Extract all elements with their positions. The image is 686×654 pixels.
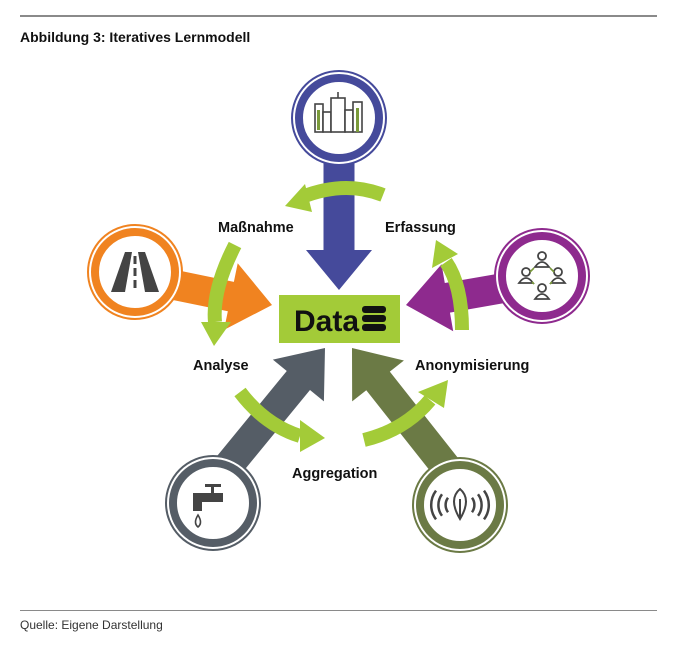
- cycle-arrow-massnahme-to-analyse-head: [201, 322, 231, 346]
- cycle-arrow-erfassung-to-massnahme: [299, 181, 386, 204]
- people-circle: [494, 228, 590, 324]
- people-network-icon: [517, 251, 567, 300]
- figure-source: Quelle: Eigene Darstellung: [20, 618, 163, 632]
- water-tap-icon: [193, 484, 223, 529]
- cycle-arrow-anonymisierung-to-erfassung-head: [432, 240, 458, 268]
- cycle-arrow-massnahme-to-analyse: [207, 241, 242, 323]
- top-rule: [20, 15, 657, 17]
- step-label-aggregation: Aggregation: [292, 466, 377, 482]
- leaf-signal-icon: [429, 487, 491, 521]
- data-label: Data: [294, 305, 359, 338]
- cycle-arrow-erfassung-to-massnahme-head: [285, 184, 312, 212]
- cycle-arrow-aggregation-to-anonymisierung-head: [418, 380, 448, 408]
- cycle-arrow-anonymisierung-to-erfassung: [440, 258, 469, 331]
- bottom-rule: [20, 610, 657, 611]
- step-label-anonymisierung: Anonymisierung: [415, 358, 529, 374]
- road-icon: [111, 252, 159, 292]
- water-circle: [165, 455, 261, 551]
- step-label-analyse: Analyse: [193, 358, 249, 374]
- cycle-arrow-analyse-to-aggregation-head: [300, 420, 325, 452]
- cycle-arrow-analyse-to-aggregation: [234, 387, 303, 443]
- step-label-erfassung: Erfassung: [385, 220, 456, 236]
- figure-title: Abbildung 3: Iteratives Lernmodell: [20, 29, 251, 45]
- city-circle: [291, 70, 387, 166]
- database-icon: [362, 306, 386, 331]
- city-arrow: [306, 150, 372, 290]
- data-box: Data: [279, 295, 400, 343]
- road-circle: [87, 224, 183, 320]
- step-label-massnahme: Maßnahme: [218, 220, 294, 236]
- city-buildings-icon: [314, 92, 363, 133]
- cycle-arrow-aggregation-to-anonymisierung: [362, 395, 436, 447]
- environment-circle: [412, 457, 508, 553]
